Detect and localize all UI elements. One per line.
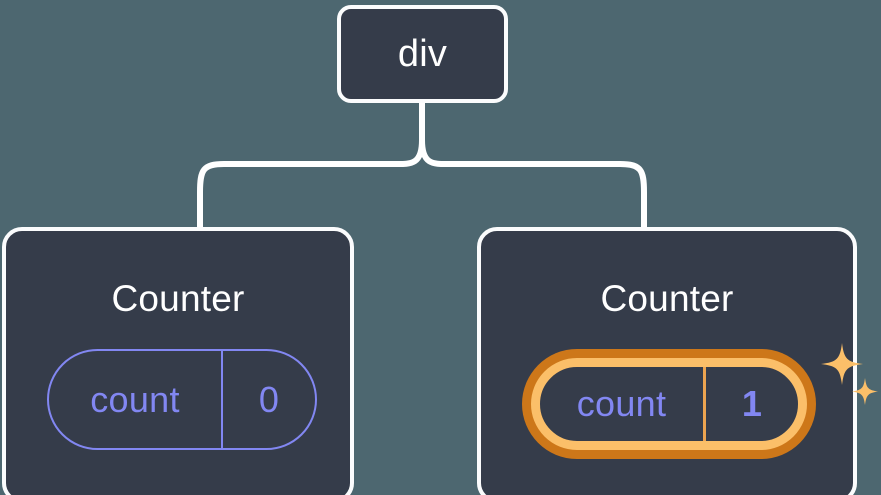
- counter-title-left: Counter: [111, 278, 245, 319]
- state-value-left: 0: [221, 351, 315, 448]
- state-value-right: 1: [703, 367, 798, 441]
- node-counter-left[interactable]: Counter count 0: [2, 227, 354, 495]
- state-pill-wrapper-left: count 0: [47, 349, 317, 450]
- node-counter-right[interactable]: Counter count 1: [477, 227, 878, 495]
- state-pill-inner-right: count 1: [531, 358, 807, 450]
- sparkle-large-icon: [821, 343, 863, 385]
- sparkle-small-icon: [852, 378, 878, 405]
- sparkles-group: [821, 343, 878, 405]
- state-pill-wrapper-right: count 1: [522, 343, 878, 459]
- connector-branch-right: [419, 137, 647, 230]
- state-key-left: count: [90, 378, 180, 420]
- counter-title-right: Counter: [600, 278, 734, 319]
- root-node-label: div: [397, 32, 448, 75]
- node-root-div[interactable]: div: [337, 5, 508, 103]
- connector-branch-left: [197, 137, 425, 230]
- state-pill-right-highlighted[interactable]: count 1: [522, 349, 816, 459]
- state-pill-left[interactable]: count 0: [47, 349, 317, 450]
- state-key-right: count: [576, 383, 667, 424]
